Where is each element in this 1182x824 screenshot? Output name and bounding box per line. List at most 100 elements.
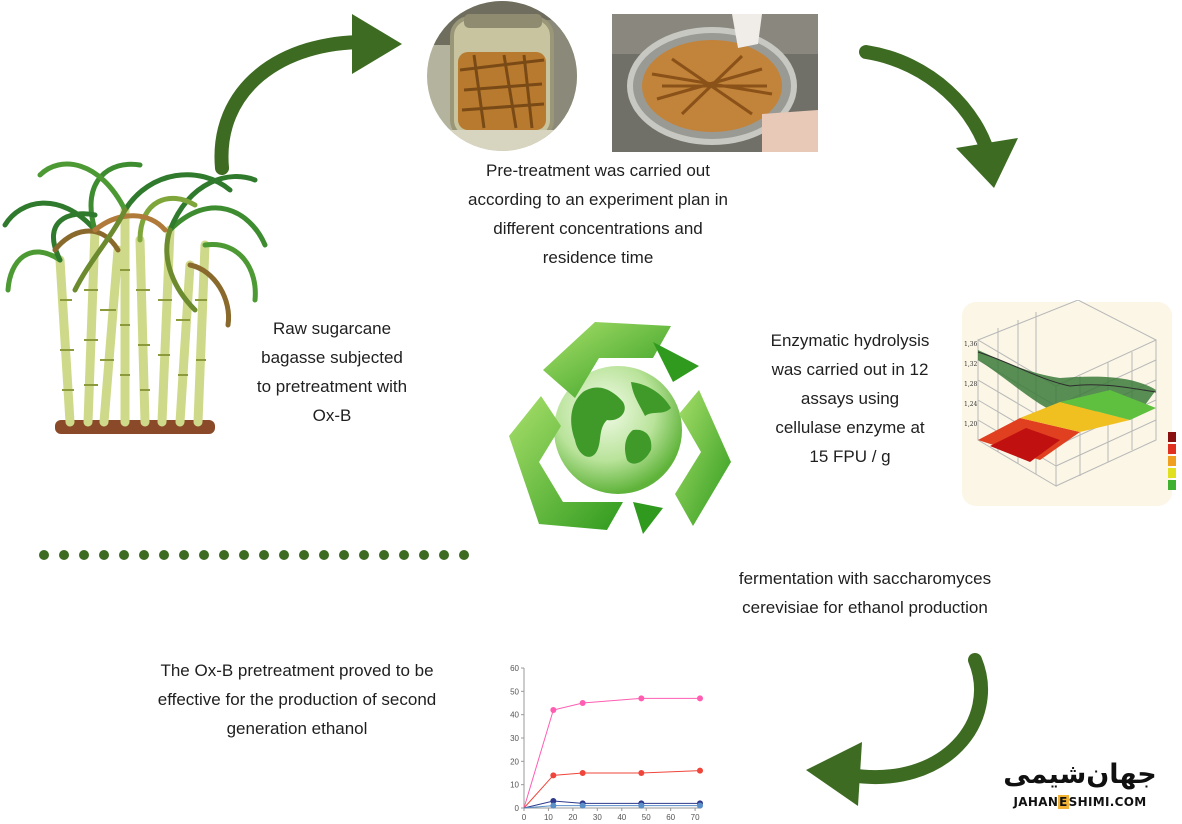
caption-line: The Ox-B pretreatment proved to be [160,661,434,680]
chart-y-tick-label: 10 [510,781,519,790]
chart-series-line [523,770,701,809]
chart-series [523,695,703,809]
caption-line: Enzymatic hydrolysis [770,331,930,350]
svg-text:1,20: 1,20 [964,421,978,428]
divider-dot [199,550,209,560]
svg-text:1,32: 1,32 [964,361,978,368]
divider-dot [379,550,389,560]
chart-x-tick-label: 30 [593,813,602,822]
ethanol-line-chart: 0 10 20 30 40 50 60 0 10 20 30 40 50 60 70 [510,664,703,822]
caption-line: cerevisiae for ethanol production [742,598,988,617]
logo-latin-suffix: SHIMI.COM [1068,795,1147,809]
caption-line: bagasse subjected [261,348,403,367]
caption-line: effective for the production of second [157,690,437,709]
divider-dot [119,550,129,560]
chart-point [550,798,557,804]
caption-line: fermentation with saccharomyces [738,569,992,588]
arrow-to-conclusion [806,653,988,806]
chart-x-tick-label: 50 [642,813,651,822]
divider-dot [339,550,349,560]
chart-axes: 0 10 20 30 40 50 60 0 10 20 30 40 50 60 70 [510,664,700,822]
divider-dot [279,550,289,560]
divider-dot [239,550,249,560]
divider-dot [159,550,169,560]
divider-dot [299,550,309,560]
response-surface-plot: 1,36 1,32 1,28 1,24 1,20 [962,300,1176,506]
jahan-shimi-logo: جهان‌شیمی JAHANESHIMI.COM [1000,760,1160,812]
chart-y-tick-label: 40 [510,711,519,720]
svg-text:1,36: 1,36 [964,341,978,348]
logo-latin-highlight: E [1058,795,1069,809]
svg-text:1,24: 1,24 [964,401,978,408]
chart-y-tick-label: 20 [510,757,519,766]
divider-dot [459,550,469,560]
caption-line: to pretreatment with [256,377,408,396]
chart-x-tick-label: 0 [522,813,527,822]
divider-dot [219,550,229,560]
pretreatment-caption: Pre-treatment was carried out according t… [438,156,758,272]
chart-series-line [523,697,700,809]
chart-point [550,707,557,713]
chart-series-line [523,800,700,809]
divider-dot [99,550,109,560]
caption-line: residence time [542,248,654,267]
chart-point [550,772,557,779]
chart-x-tick-label: 70 [691,813,700,822]
chart-x-tick-label: 10 [544,813,553,822]
caption-line: was carried out in 12 [771,360,929,379]
dotted-divider [39,550,469,560]
chart-point [579,770,586,776]
chart-y-tick-label: 50 [510,687,519,696]
caption-line: Pre-treatment was carried out [486,161,710,180]
divider-dot [319,550,329,560]
chart-y-tick-label: 30 [510,734,519,743]
logo-latin-prefix: JAHAN [1013,795,1059,809]
chart-point [697,767,703,774]
sieve-photo [612,14,818,152]
caption-line: generation ethanol [226,719,368,738]
logo-persian-text: جهان‌شیمی [1003,759,1157,790]
arrow-to-hydrolysis [859,45,1018,188]
divider-dot [419,550,429,560]
caption-line: according to an experiment plan in [468,190,728,209]
chart-point [697,802,703,809]
hydrolysis-caption: Enzymatic hydrolysis was carried out in 1… [738,326,962,471]
chart-point [579,700,586,706]
chart-point [579,802,586,809]
recycle-globe-icon [509,322,731,534]
divider-dot [39,550,49,560]
sugarcane-plant-icon [2,161,268,434]
caption-line: different concentrations and [493,219,703,238]
caption-line: assays using [800,389,900,408]
divider-dot [439,550,449,560]
caption-line: Ox-B [312,406,352,425]
chart-x-tick-label: 40 [617,813,626,822]
pretreatment-jar-photo [427,1,577,151]
divider-dot [79,550,89,560]
fermentation-caption: fermentation with saccharomyces cerevisia… [690,564,1040,622]
chart-point [697,695,703,702]
divider-dot [259,550,269,560]
svg-text:1,28: 1,28 [964,381,978,388]
chart-y-tick-label: 0 [515,804,520,813]
caption-line: Raw sugarcane [272,319,392,338]
chart-point [638,802,645,809]
divider-dot [179,550,189,560]
chart-x-tick-label: 60 [666,813,675,822]
chart-point [638,770,645,776]
chart-y-tick-label: 60 [510,664,519,673]
conclusion-caption: The Ox-B pretreatment proved to be effect… [114,656,480,743]
divider-dot [359,550,369,560]
logo-latin-text: JAHANESHIMI.COM [1000,794,1160,810]
arrow-to-pretreatment [214,14,402,175]
caption-line: cellulase enzyme at [775,418,925,437]
divider-dot [59,550,69,560]
chart-point [550,802,557,809]
raw-bagasse-caption: Raw sugarcane bagasse subjected to pretrea… [222,314,442,430]
chart-x-tick-label: 20 [568,813,577,822]
caption-line: 15 FPU / g [809,447,891,466]
divider-dot [139,550,149,560]
divider-dot [399,550,409,560]
chart-point [638,695,645,702]
